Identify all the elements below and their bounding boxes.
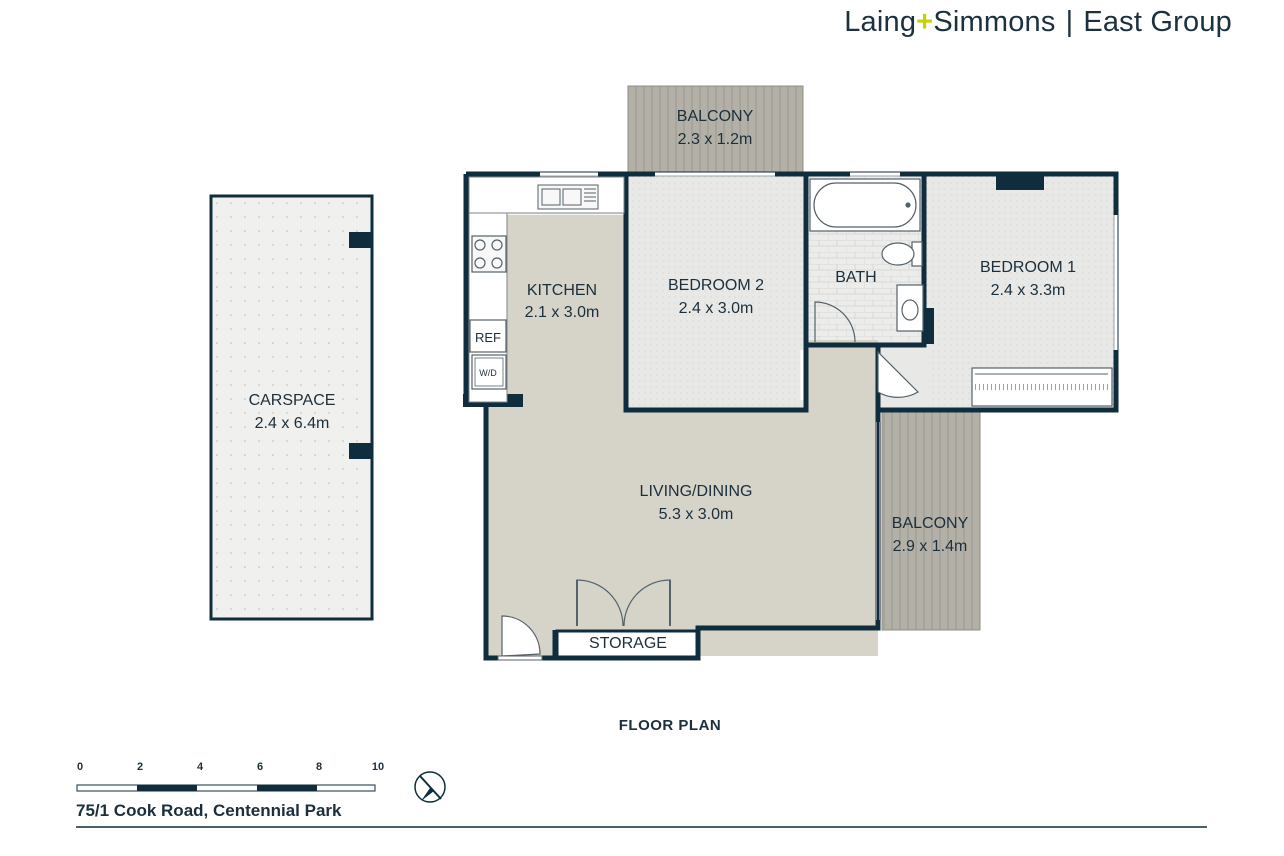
- toilet-icon: [881, 241, 923, 267]
- kitchen-size: 2.1 x 3.0m: [525, 304, 600, 321]
- brand-separator: |: [1065, 6, 1074, 38]
- living-size: 5.3 x 3.0m: [659, 506, 734, 523]
- bedroom2-label: BEDROOM 2: [668, 277, 764, 294]
- windows: [540, 172, 1118, 350]
- brand-name-left: Laing: [844, 6, 917, 38]
- entry-threshold: [497, 655, 543, 661]
- scale-tick: 4: [197, 761, 204, 773]
- basin-icon: [896, 284, 924, 332]
- carspace-post: [349, 232, 373, 248]
- scale-tick: 8: [316, 761, 322, 773]
- balcony-right-label: BALCONY: [892, 515, 969, 532]
- sink-icon: [537, 184, 599, 210]
- kitchen-label: KITCHEN: [527, 282, 597, 299]
- carspace-post: [349, 443, 373, 459]
- washer-dryer-icon: W/D: [471, 354, 507, 390]
- property-address: 75/1 Cook Road, Centennial Park: [76, 801, 342, 820]
- scale-tick: 0: [77, 761, 83, 773]
- north-arrow-icon: [414, 771, 446, 803]
- doors: [501, 301, 919, 657]
- sliding-doors: [875, 422, 881, 620]
- cooktop-icon: [471, 235, 507, 273]
- scale-tick: 6: [257, 761, 263, 773]
- bath-label: BATH: [835, 269, 876, 286]
- balcony-top-label: BALCONY: [677, 108, 754, 125]
- carspace-label: CARSPACE: [249, 392, 336, 409]
- balcony-right-size: 2.9 x 1.4m: [893, 538, 968, 555]
- bedroom1-window-head: [996, 174, 1044, 190]
- bedroom2-size: 2.4 x 3.0m: [679, 300, 754, 317]
- fridge-label: REF: [475, 330, 501, 345]
- bedroom2-floor: [628, 175, 804, 410]
- brand-name-right: Simmons: [933, 6, 1056, 38]
- balcony-right: [881, 411, 981, 631]
- wardrobe: [971, 367, 1113, 407]
- brand-plus: +: [916, 6, 934, 38]
- brand-group: East Group: [1083, 6, 1232, 38]
- carspace-area: [209, 194, 374, 621]
- bathtub-icon: [809, 178, 921, 232]
- scale-bar: 0 2 4 6 8 10: [76, 761, 384, 792]
- carspace-size: 2.4 x 6.4m: [255, 415, 330, 432]
- fridge-icon: REF: [469, 319, 507, 353]
- scale-tick: 2: [137, 761, 143, 773]
- balcony-top-size: 2.3 x 1.2m: [678, 131, 753, 148]
- brand-logo: Laing+Simmons | East Group: [844, 6, 1232, 39]
- bedroom1-label: BEDROOM 1: [980, 259, 1076, 276]
- storage-box: [555, 629, 699, 659]
- balcony-top: [627, 85, 804, 175]
- wd-label: W/D: [479, 368, 497, 378]
- storage-label: STORAGE: [589, 635, 667, 652]
- living-label: LIVING/DINING: [640, 483, 753, 500]
- plan-title: FLOOR PLAN: [618, 717, 722, 734]
- scale-tick: 10: [372, 761, 384, 773]
- bedroom1-size: 2.4 x 3.3m: [991, 282, 1066, 299]
